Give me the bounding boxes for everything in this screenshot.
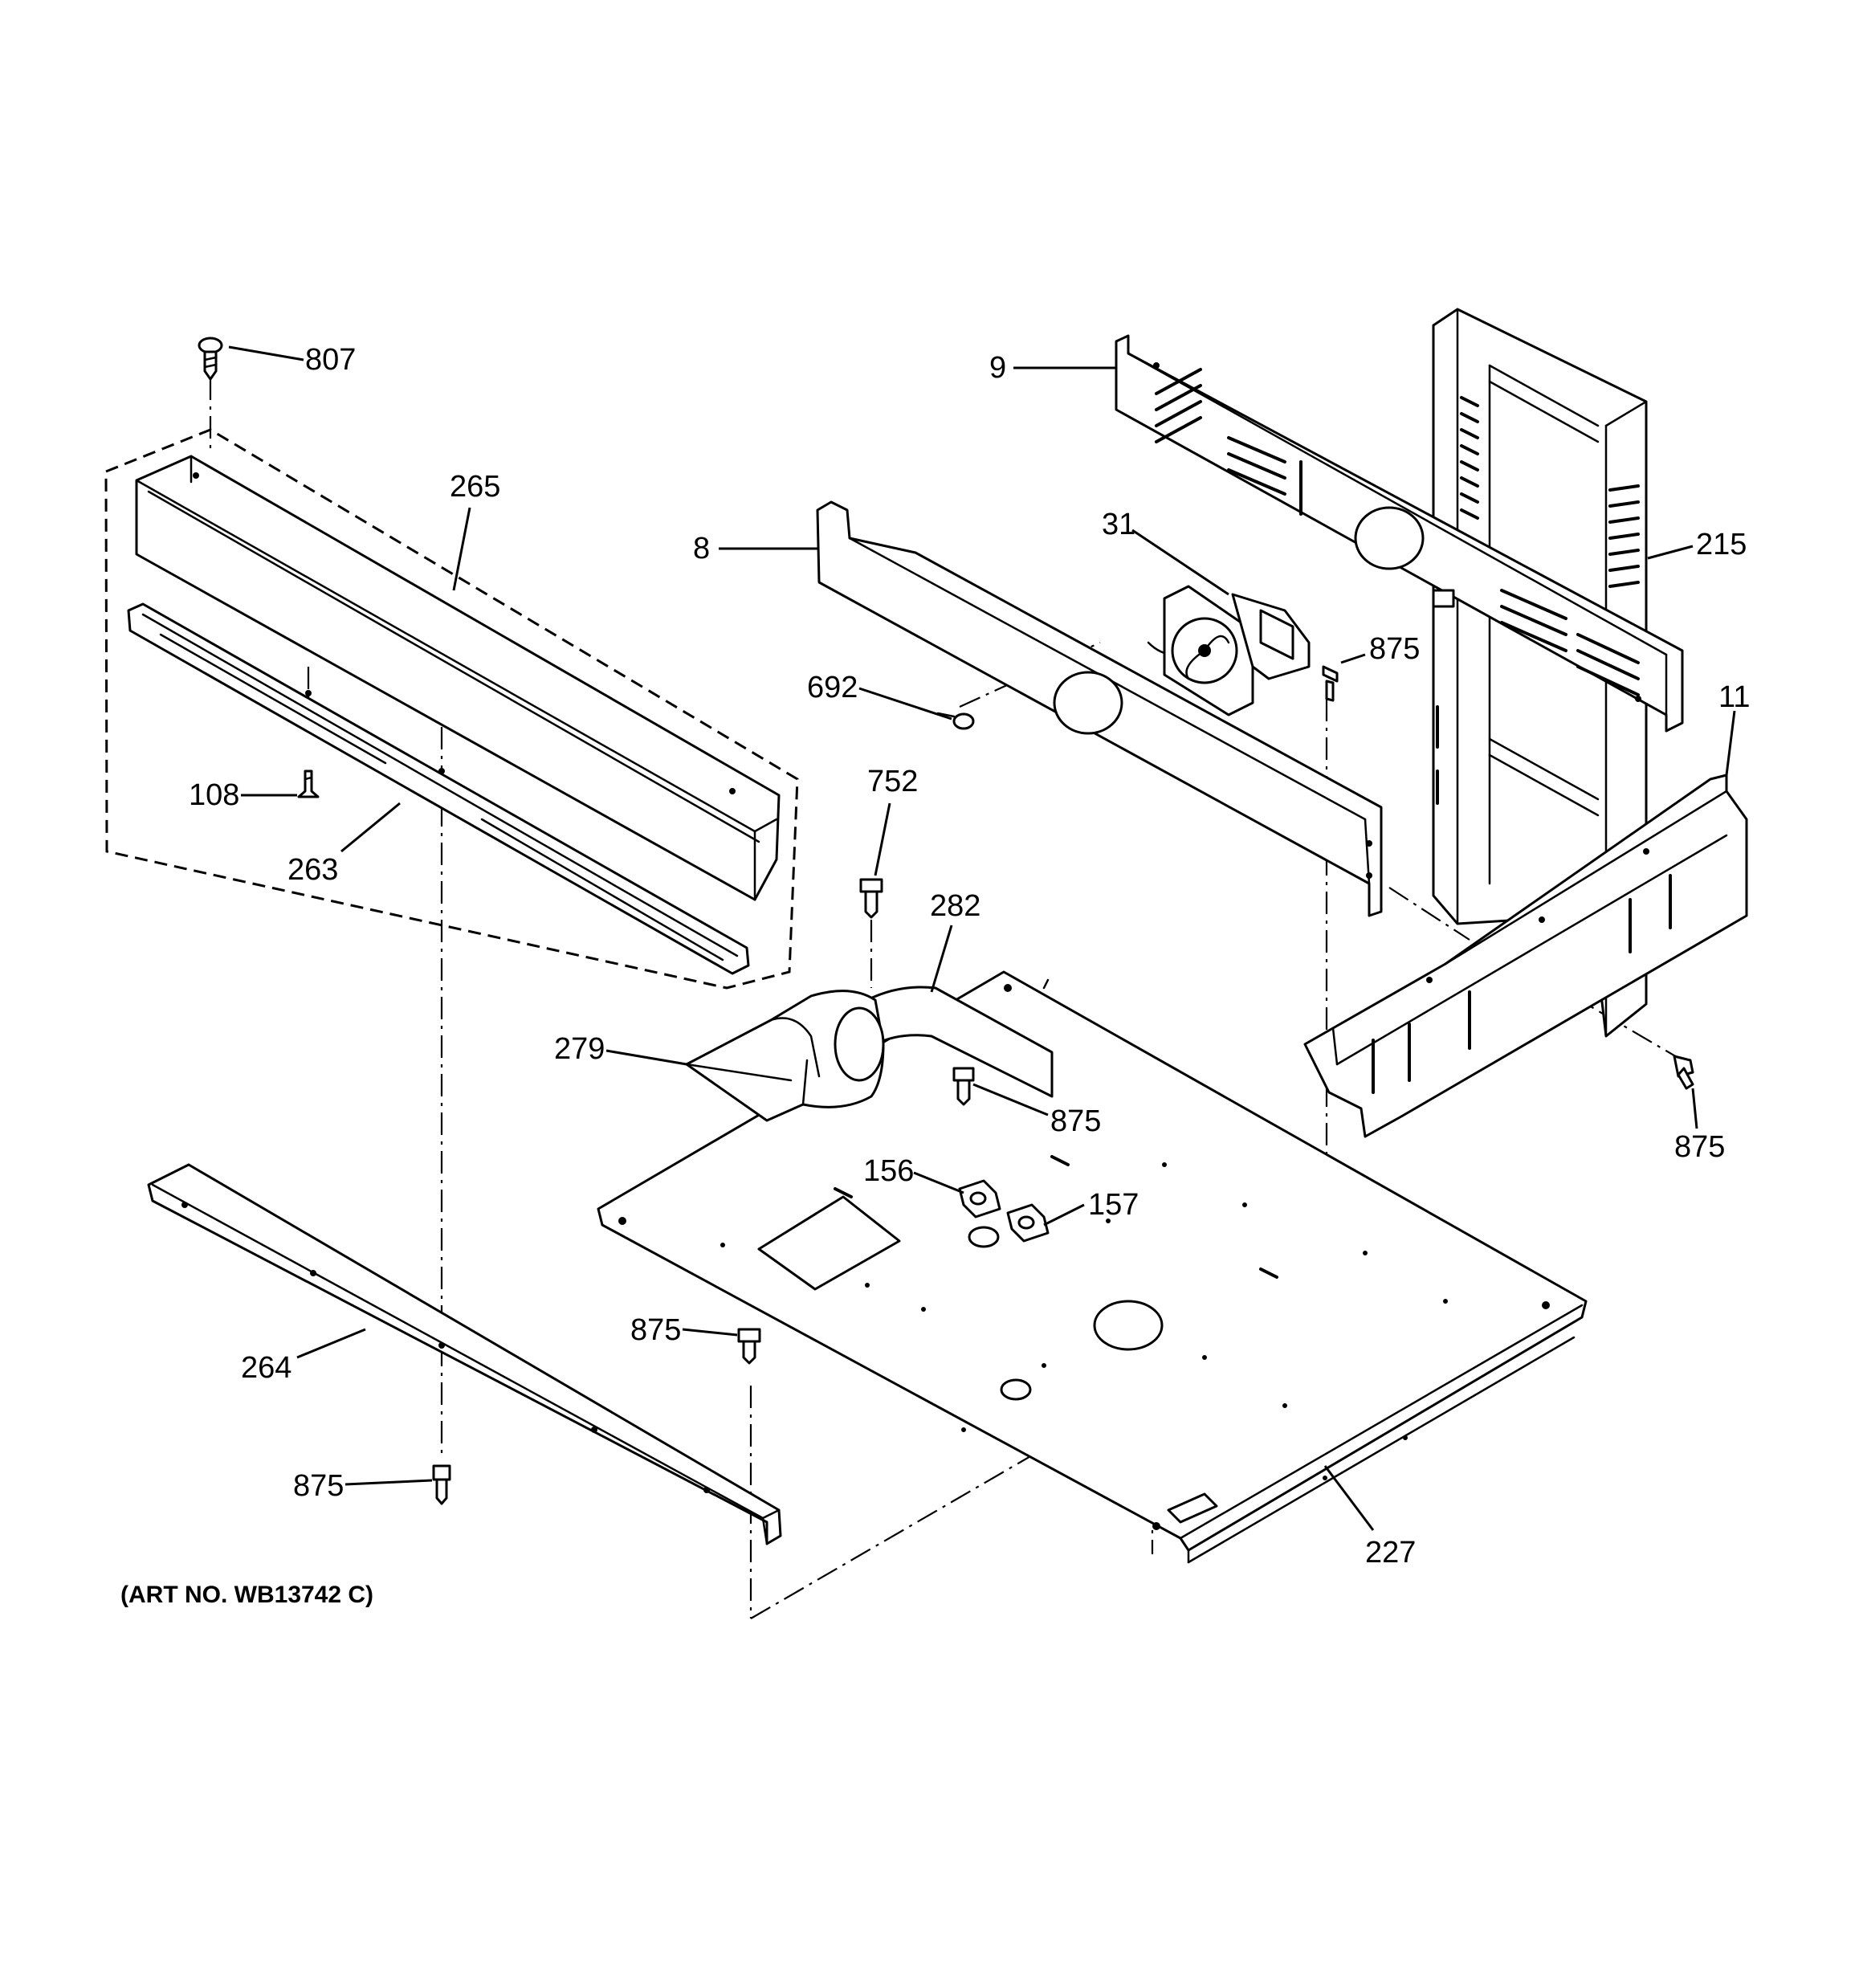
part-9-vented-bracket — [1115, 334, 1684, 733]
callout-279: 279 — [554, 1032, 605, 1066]
callout-807: 807 — [305, 343, 356, 377]
screw-875-front — [737, 1328, 761, 1365]
part-227-base-plate — [597, 970, 1588, 1564]
callout-157: 157 — [1088, 1188, 1139, 1222]
screw-875-fan — [1322, 665, 1339, 702]
callout-9: 9 — [989, 351, 1006, 385]
callout-265: 265 — [450, 470, 500, 504]
callout-875-front: 875 — [630, 1313, 681, 1347]
callout-264: 264 — [241, 1351, 291, 1385]
callout-875-base: 875 — [1050, 1104, 1101, 1138]
callout-875-fan: 875 — [1369, 632, 1420, 666]
part-282-duct-tube — [866, 986, 1054, 1098]
callout-227: 227 — [1365, 1536, 1416, 1570]
part-157-thermostat — [1006, 1203, 1050, 1243]
part-11-lower-bracket — [1303, 774, 1748, 1138]
part-265-trim-panel — [135, 455, 781, 901]
leader-lines — [228, 345, 1736, 1531]
callout-875-bottom: 875 — [293, 1469, 344, 1503]
art-number: (ART NO. WB13742 C) — [120, 1582, 373, 1608]
callout-875-right: 875 — [1674, 1130, 1725, 1164]
part-31-cooling-fan — [1163, 585, 1311, 716]
callout-labels: 807 265 108 263 9 8 31 215 875 692 11 75… — [189, 343, 1750, 1570]
kit-outline-265 — [104, 428, 799, 990]
screw-875-bottom — [432, 1464, 451, 1505]
callout-263: 263 — [287, 853, 338, 887]
screw-752 — [859, 878, 883, 919]
callout-156: 156 — [863, 1154, 914, 1188]
callout-108: 108 — [189, 778, 239, 812]
callout-215: 215 — [1696, 528, 1747, 561]
part-8-fan-panel — [816, 500, 1383, 917]
part-264-angle-rail — [147, 1163, 782, 1545]
screw-807 — [198, 337, 223, 381]
callout-692: 692 — [807, 671, 858, 704]
callout-11: 11 — [1718, 680, 1750, 714]
callout-31: 31 — [1102, 508, 1135, 541]
screw-108 — [297, 769, 320, 798]
screw-875-base — [952, 1067, 975, 1106]
screw-692 — [936, 712, 975, 730]
part-156-thermostat — [958, 1179, 1001, 1219]
callout-282: 282 — [930, 889, 980, 923]
callout-8: 8 — [693, 532, 710, 565]
part-263-trim-rail — [127, 602, 750, 975]
screw-875-right — [1673, 1055, 1694, 1090]
callout-752: 752 — [867, 765, 918, 798]
part-279-blower-housing — [685, 990, 885, 1122]
